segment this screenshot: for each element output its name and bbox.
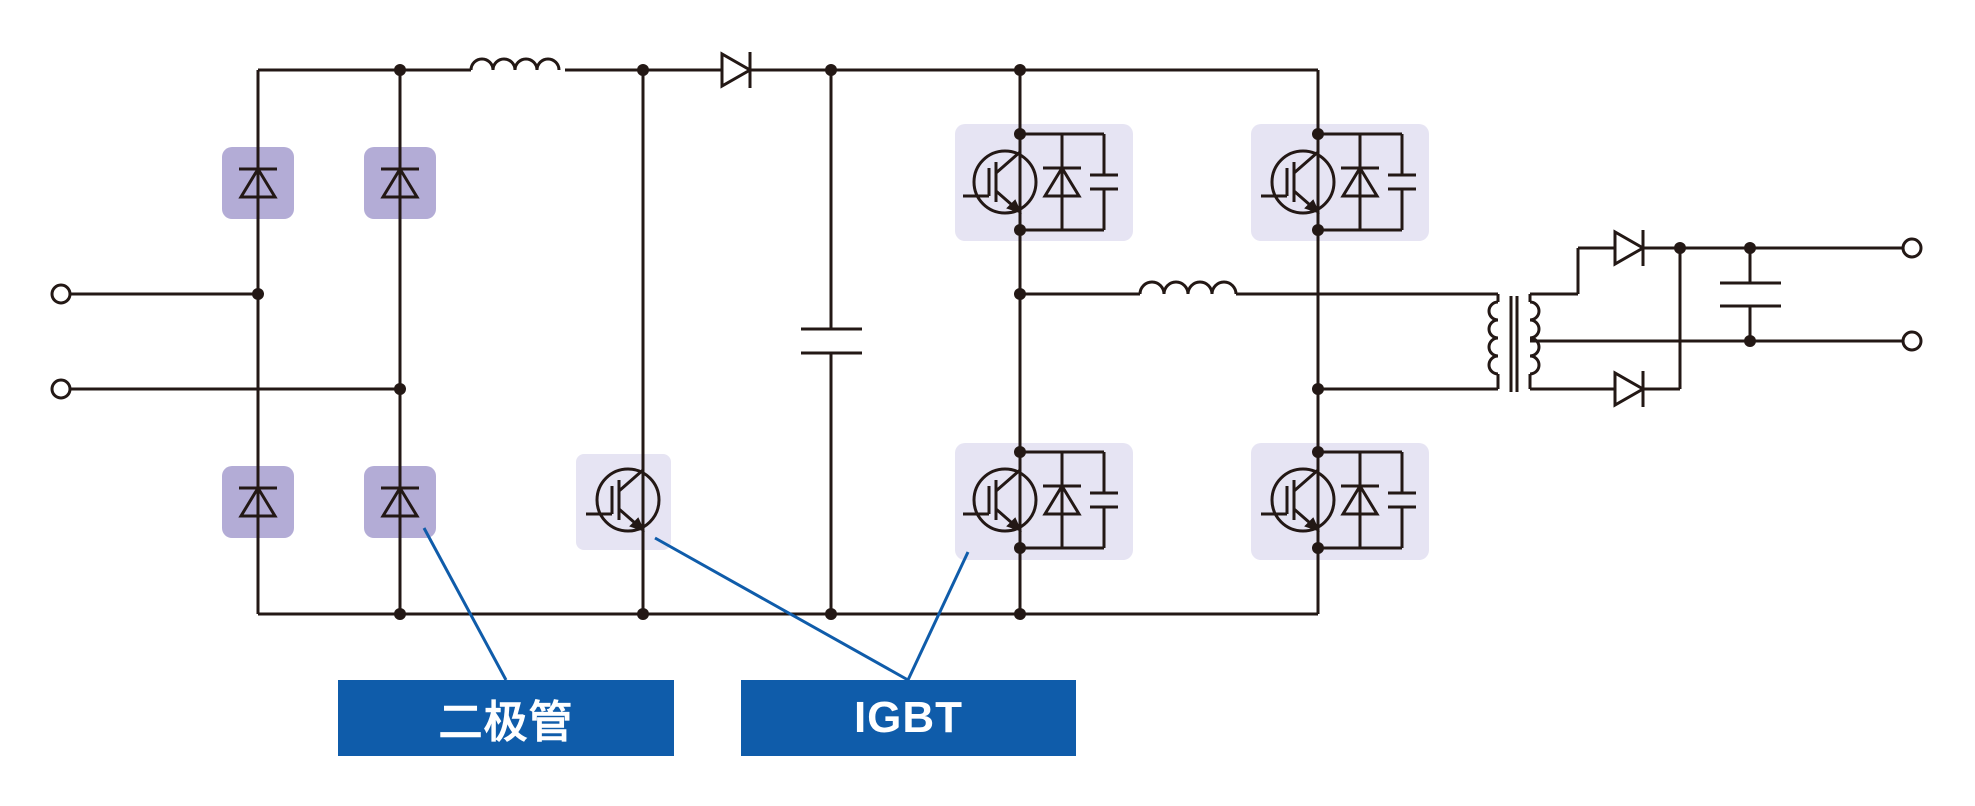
diode-label: 二极管 xyxy=(438,697,574,748)
output-diode xyxy=(1613,369,1645,409)
transformer xyxy=(1487,294,1541,392)
dc-link-capacitor xyxy=(801,70,862,614)
input-terminals xyxy=(50,283,400,400)
callout-lines xyxy=(422,527,970,682)
igbt-module xyxy=(1259,128,1416,236)
h-bridge xyxy=(1018,70,1320,614)
output-rectifier xyxy=(1530,228,1902,409)
igbt-highlight xyxy=(955,124,1133,241)
output-terminals xyxy=(1901,237,1923,352)
output-diode xyxy=(1613,228,1645,268)
label-box-igbt-bg xyxy=(741,680,1076,756)
igbt-label: IGBT xyxy=(853,693,964,742)
boost-diode xyxy=(720,50,752,90)
resonant-inductor xyxy=(1020,280,1498,296)
rectifier-bridge xyxy=(237,70,421,614)
junction-dots xyxy=(252,64,1756,620)
label-box-diode-bg xyxy=(338,680,674,756)
igbt-module xyxy=(961,128,1118,236)
igbt-highlight xyxy=(955,443,1133,560)
igbt-module xyxy=(1259,446,1416,554)
igbt-module xyxy=(961,446,1118,554)
top-rail xyxy=(258,50,1318,90)
pfc-igbt xyxy=(584,70,661,614)
